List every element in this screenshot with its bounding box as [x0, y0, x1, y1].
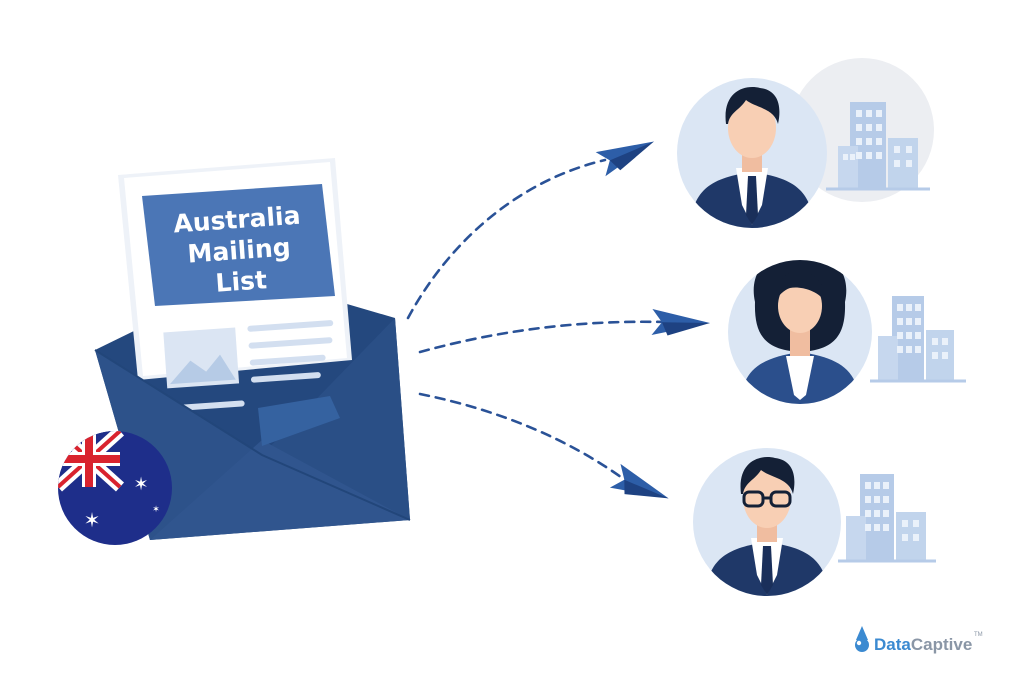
recipient-top	[677, 58, 934, 228]
svg-text:✶: ✶	[152, 505, 160, 515]
dashed-path-bottom	[418, 392, 627, 482]
businessman-glasses-icon	[693, 448, 841, 596]
businesswoman-icon	[728, 260, 872, 404]
datacaptive-logo-icon	[855, 626, 869, 652]
australia-flag-icon: ✶ ✶ ✶	[58, 431, 172, 545]
svg-text:✶: ✶	[84, 508, 101, 532]
dashed-paths	[406, 158, 667, 482]
brand-name-part1: Data	[874, 635, 911, 654]
recipient-bottom	[693, 448, 936, 596]
recipient-middle	[728, 260, 966, 404]
businessman-icon	[677, 78, 827, 228]
building-icon	[838, 474, 936, 563]
title-line-3: List	[215, 265, 268, 298]
svg-text:✶: ✶	[133, 474, 148, 495]
brand-trademark: TM	[974, 632, 983, 638]
building-icon	[870, 296, 966, 383]
brand-name-part2: Captive	[911, 635, 972, 654]
title-panel	[142, 184, 335, 306]
dashed-path-middle	[418, 320, 667, 354]
brand-name: DataCaptive	[874, 635, 972, 654]
dashed-path-top	[406, 158, 607, 320]
document-title: Australia Mailing List	[172, 201, 301, 298]
glasses-icon	[742, 490, 792, 508]
image-placeholder-icon	[163, 327, 240, 389]
paper-plane-icon	[609, 463, 669, 499]
building-icon	[826, 102, 930, 191]
paper-plane-icon	[651, 308, 710, 336]
title-line-2: Mailing	[187, 232, 292, 268]
paper-plane-icon	[595, 141, 654, 177]
datacaptive-logo: DataCaptive TM	[855, 626, 983, 654]
